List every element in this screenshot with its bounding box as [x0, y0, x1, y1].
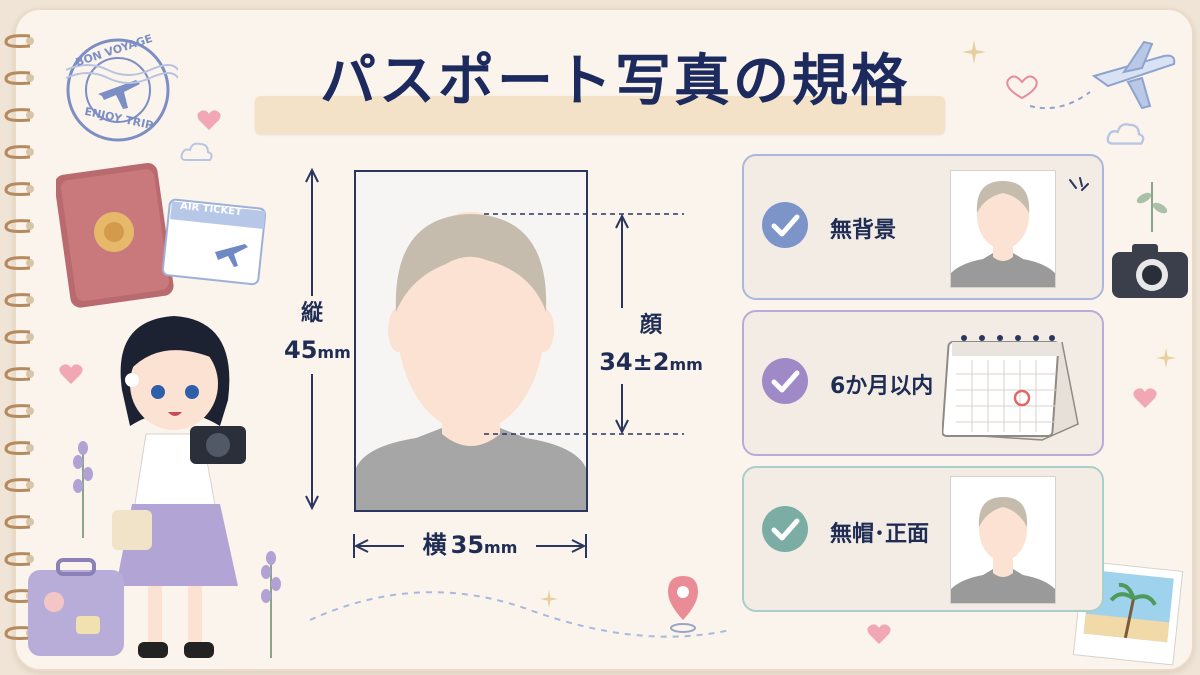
dashed-path-decoration	[309, 591, 731, 638]
air-ticket-icon	[161, 198, 267, 286]
cloud-icon	[1106, 123, 1145, 145]
height-label: 縦	[300, 301, 323, 326]
requirement-card-background: 無背景	[742, 154, 1104, 300]
spiral-ring	[4, 404, 34, 418]
width-value: 35	[450, 531, 485, 559]
spiral-ring	[4, 182, 34, 196]
check-icon	[762, 202, 808, 248]
heart-icon	[1133, 388, 1157, 408]
requirement-card-no-hat: 無帽･正面	[742, 466, 1104, 612]
map-pin-icon	[668, 576, 698, 633]
spiral-ring	[4, 515, 34, 529]
camera-icon	[1112, 244, 1188, 298]
sparkle-lines-icon	[1069, 177, 1089, 191]
spiral-ring	[4, 293, 34, 307]
requirement-card-recent: 6か月以内	[742, 310, 1104, 456]
spiral-binding	[4, 34, 34, 640]
face-silhouette	[356, 212, 586, 510]
no-background-photo-thumbnail	[950, 170, 1056, 288]
bon-voyage-stamp-icon	[65, 38, 178, 142]
check-icon	[762, 506, 808, 552]
spiral-ring	[4, 552, 34, 566]
heart-icon	[867, 624, 891, 644]
face-label-block: 顔 34±2mm	[590, 308, 712, 384]
spiral-ring	[4, 145, 34, 159]
height-unit: mm	[317, 343, 351, 362]
airplane-icon	[1091, 40, 1176, 110]
calendar-icon	[942, 335, 1079, 441]
lavender-left-icon	[73, 441, 93, 538]
suitcase-icon	[28, 558, 124, 656]
spiral-ring	[4, 108, 34, 122]
spiral-ring	[4, 478, 34, 492]
girl-with-camera-illustration	[112, 316, 246, 658]
requirement-label: 6か月以内	[830, 374, 934, 399]
spiral-ring	[4, 256, 34, 270]
sparkle-icon	[1156, 348, 1176, 368]
spiral-ring	[4, 71, 34, 85]
passport-icon	[56, 162, 174, 308]
heart-icon	[197, 110, 221, 130]
height-value: 45	[284, 336, 318, 364]
face-unit: mm	[669, 355, 703, 374]
width-unit: mm	[484, 538, 518, 557]
leaf-sprig-icon	[1136, 182, 1168, 232]
spiral-ring	[4, 441, 34, 455]
spiral-ring	[4, 219, 34, 233]
lavender-right-icon	[261, 551, 281, 658]
spiral-ring	[4, 367, 34, 381]
sparkle-icon	[540, 590, 558, 608]
no-hat-front-photo-thumbnail	[950, 476, 1056, 604]
spiral-ring	[4, 330, 34, 344]
sparkle-icon	[962, 40, 986, 64]
face-value: 34±2	[599, 348, 670, 376]
requirement-label: 無帽･正面	[830, 522, 930, 547]
spiral-ring	[4, 34, 34, 48]
photo-frame	[354, 170, 588, 512]
heart-icon	[59, 364, 83, 384]
height-label-block: 縦 45mm	[284, 296, 351, 374]
cloud-icon	[180, 142, 213, 161]
dashed-flight-path-icon	[1006, 75, 1091, 110]
face-label: 顔	[639, 313, 662, 338]
page-title: パスポート写真の規格	[320, 49, 910, 114]
title-ribbon	[255, 96, 945, 134]
width-label: 横	[422, 531, 447, 559]
check-icon	[762, 358, 808, 404]
requirement-label: 無背景	[830, 218, 897, 243]
